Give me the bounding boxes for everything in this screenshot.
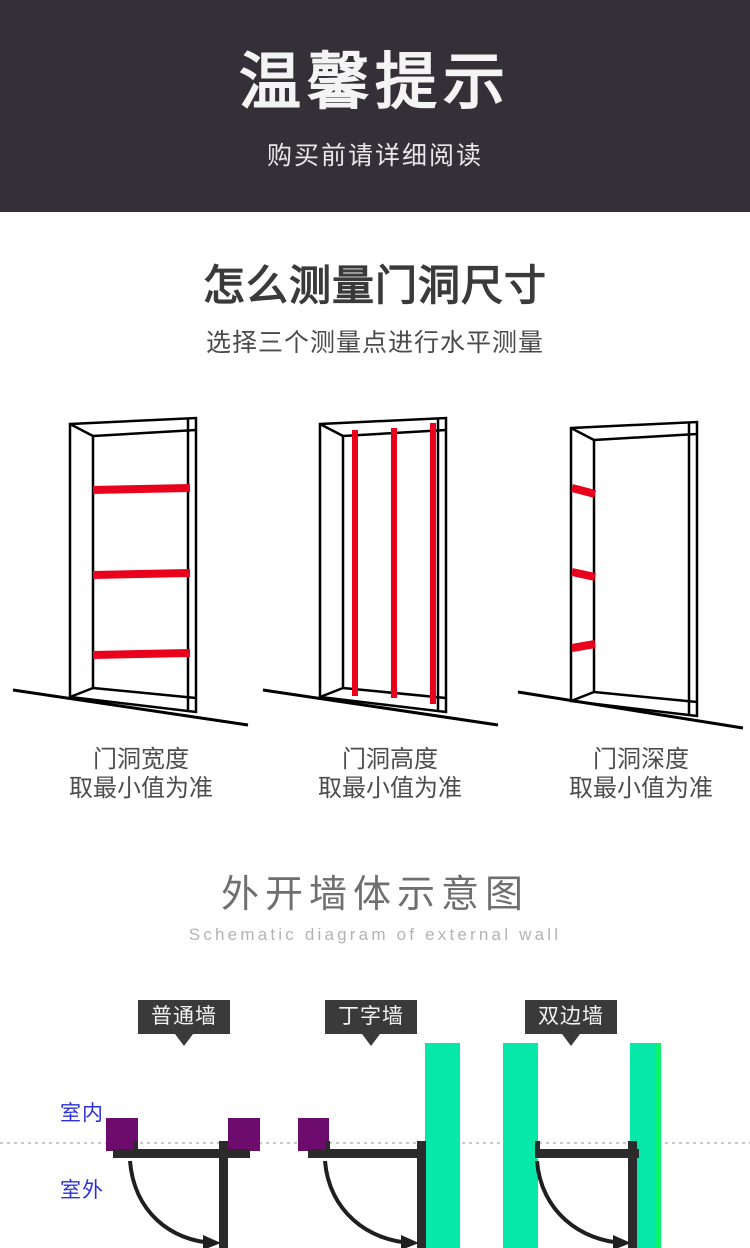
- header-banner: 温馨提示 购买前请详细阅读: [0, 0, 750, 212]
- door-outer-frame: [318, 416, 448, 714]
- caption-door-height: 门洞高度 取最小值为准: [265, 745, 515, 803]
- door-swing-arc-c-svg: [535, 1160, 631, 1248]
- purple-block-b-left: [298, 1118, 329, 1151]
- green-wall-t-left: [425, 1043, 460, 1248]
- measure-marker-2: [92, 569, 191, 579]
- header-subtitle: 购买前请详细阅读: [266, 142, 483, 170]
- purple-block-a-right: [228, 1118, 260, 1151]
- door-swing-arc-a: [128, 1160, 215, 1245]
- wall-diagram-group: [0, 985, 750, 1248]
- measure-marker-3: [571, 640, 596, 652]
- measure-marker-1: [570, 484, 597, 498]
- caption-line-2: 取最小值为准: [318, 775, 462, 802]
- door-swing-arc-b: [323, 1160, 413, 1245]
- door-sill-a: [113, 1149, 250, 1158]
- door-leaf-b: [417, 1141, 426, 1248]
- door-hinge-c: [535, 1141, 540, 1155]
- indoor-outdoor-divider: [0, 1142, 750, 1144]
- door-outer-frame: [569, 420, 699, 718]
- door-swing-arrow-c: [613, 1235, 631, 1248]
- caption-line-2: 取最小值为准: [569, 775, 713, 802]
- header-title: 温馨提示: [238, 48, 511, 117]
- floor-line: [262, 688, 499, 727]
- measure-marker-2: [571, 568, 596, 581]
- door-swing-arc-c: [535, 1160, 625, 1245]
- green-wall-double-left: [504, 1043, 538, 1248]
- door-outer-frame: [68, 416, 198, 714]
- door-hinge-a: [134, 1141, 138, 1153]
- caption-line-1: 门洞深度: [593, 746, 689, 773]
- wall-label-normal: 普通墙: [138, 1000, 230, 1046]
- door-swing-arrow-a: [203, 1235, 221, 1248]
- caption-line-1: 门洞高度: [342, 746, 438, 773]
- door-sill-c: [535, 1149, 639, 1158]
- floor-line: [12, 688, 249, 727]
- door-swing-arc-b-svg: [323, 1160, 419, 1248]
- door-height-diagram: [258, 400, 508, 740]
- door-swing-arc-a-svg: [128, 1160, 221, 1248]
- door-depth-diagram: [503, 400, 748, 740]
- measure-section-title: 怎么测量门洞尺寸: [202, 262, 547, 309]
- outdoor-label: 室外: [60, 1179, 104, 1202]
- indoor-label: 室内: [60, 1102, 104, 1125]
- green-wall-edge-highlight: [655, 1043, 661, 1248]
- door-hinge-b: [326, 1141, 330, 1153]
- door-caption-group: 门洞宽度 取最小值为准 门洞高度 取最小值为准 门洞深度 取最小值为准: [0, 745, 750, 810]
- caption-door-depth: 门洞深度 取最小值为准: [516, 745, 750, 803]
- door-leaf-a: [219, 1141, 228, 1248]
- floor-line: [517, 690, 744, 730]
- measure-marker-3: [92, 649, 191, 659]
- caption-line-1: 门洞宽度: [93, 746, 189, 773]
- door-width-diagram: [8, 400, 258, 740]
- measure-marker-1: [92, 484, 191, 494]
- wall-label-t-shape: 丁字墙: [325, 1000, 417, 1046]
- wall-section-subtitle: Schematic diagram of external wall: [188, 925, 562, 944]
- door-leaf-c: [628, 1141, 637, 1248]
- door-sill-b: [308, 1149, 426, 1158]
- measure-section-subtitle: 选择三个测量点进行水平测量: [205, 329, 544, 357]
- door-diagram-group: [0, 400, 750, 740]
- caption-door-width: 门洞宽度 取最小值为准: [16, 745, 266, 803]
- purple-block-a-left: [106, 1118, 138, 1151]
- door-swing-arrow-b: [401, 1235, 419, 1248]
- wall-section-title: 外开墙体示意图: [220, 874, 529, 916]
- wall-label-double: 双边墙: [525, 1000, 617, 1046]
- caption-line-2: 取最小值为准: [69, 775, 213, 802]
